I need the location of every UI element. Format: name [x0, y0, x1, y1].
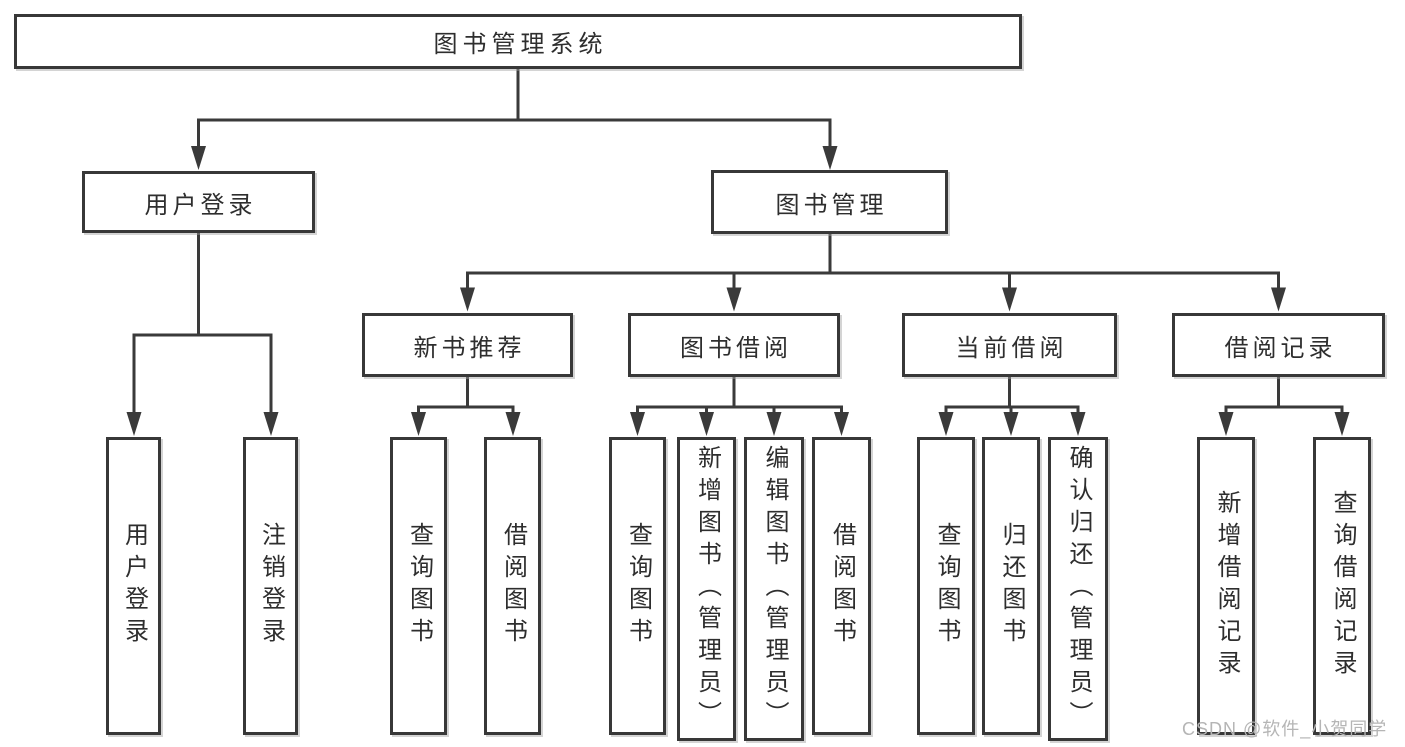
leaf-borrow-query-book: 查询图书 — [609, 437, 666, 735]
leaf-recommend-query-book: 查询图书 — [390, 437, 447, 735]
node-label: 查询借阅记录 — [1329, 490, 1356, 682]
node-label: 用户登录 — [144, 191, 257, 219]
node-label: 图书管理 — [775, 191, 888, 219]
leaf-recommend-borrow-book: 借阅图书 — [484, 437, 541, 735]
node-label: 归还图书 — [998, 522, 1025, 650]
leaf-current-query-book: 查询图书 — [917, 437, 975, 735]
leaf-logout: 注销登录 — [243, 437, 298, 735]
leaf-query-borrow-record: 查询借阅记录 — [1313, 437, 1371, 735]
node-label: 查询图书 — [405, 522, 433, 650]
node-book-management: 图书管理 — [711, 170, 948, 234]
node-label: 借阅记录 — [1224, 334, 1337, 362]
node-user-login: 用户登录 — [82, 171, 315, 233]
node-label: 查询图书 — [933, 522, 960, 650]
node-label: 查询图书 — [624, 522, 652, 650]
node-label: 当前借阅 — [955, 334, 1068, 362]
node-label: 图书管理系统 — [433, 31, 608, 58]
leaf-add-borrow-record: 新增借阅记录 — [1197, 437, 1255, 735]
leaf-borrow-book: 借阅图书 — [812, 437, 871, 735]
leaf-user-login: 用户登录 — [106, 437, 161, 735]
node-label: 新书推荐 — [413, 334, 526, 362]
leaf-confirm-return-admin: 确认归还（管理员） — [1048, 437, 1108, 741]
node-label: 编辑图书（管理员） — [761, 445, 788, 733]
node-label: 确认归还（管理员） — [1065, 445, 1092, 733]
node-new-book-recommend: 新书推荐 — [362, 313, 573, 377]
node-label: 新增图书（管理员） — [693, 445, 721, 733]
node-label: 借阅图书 — [828, 522, 856, 650]
leaf-edit-book-admin: 编辑图书（管理员） — [744, 437, 804, 741]
node-library-management-system: 图书管理系统 — [14, 14, 1022, 69]
leaf-add-book-admin: 新增图书（管理员） — [677, 437, 736, 741]
leaf-return-book: 归还图书 — [982, 437, 1040, 735]
node-label: 注销登录 — [257, 522, 285, 650]
node-label: 用户登录 — [120, 522, 148, 650]
node-label: 借阅图书 — [499, 522, 527, 650]
node-book-borrow: 图书借阅 — [628, 313, 840, 377]
node-label: 图书借阅 — [680, 334, 792, 362]
node-borrow-record: 借阅记录 — [1172, 313, 1385, 377]
node-current-borrow: 当前借阅 — [902, 313, 1117, 377]
node-label: 新增借阅记录 — [1213, 490, 1240, 682]
watermark: CSDN @软件_小贺同学 — [1182, 719, 1388, 739]
